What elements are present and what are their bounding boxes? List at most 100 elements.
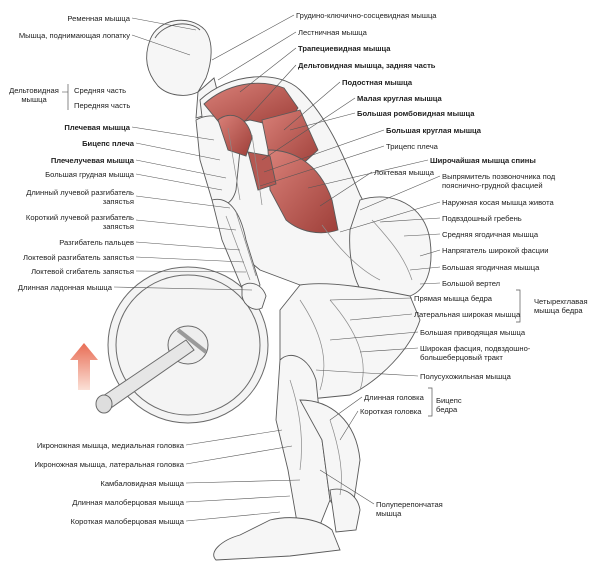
deltoid-highlight: [217, 115, 253, 157]
leader-line: [239, 47, 297, 93]
leader-line: [217, 31, 297, 81]
label-teres-minor: Малая круглая мышца: [357, 94, 442, 103]
leader-line: [135, 270, 247, 273]
leader-line: [135, 159, 227, 179]
teres-highlight: [247, 151, 277, 191]
leader-line: [319, 469, 375, 505]
label-quadriceps: Четырехглавая мышца бедра: [534, 297, 588, 315]
label-rectus-femoris: Прямая мышца бедра: [414, 294, 493, 303]
leader-line: [185, 429, 283, 446]
leader-line: [329, 331, 419, 341]
label-gluteus-medius: Средняя ягодичная мышца: [442, 230, 539, 239]
leader-line: [319, 171, 373, 207]
leader-line: [185, 445, 293, 465]
leader-line: [135, 219, 237, 231]
leader-line: [135, 256, 245, 263]
leader-line: [263, 129, 385, 173]
label-semitendinosus: Полусухожильная мышца: [420, 372, 511, 381]
leader-lines: [62, 14, 441, 522]
leader-line: [131, 34, 191, 56]
label-biceps-femoris: Бицепс бедра: [436, 396, 462, 414]
label-peroneus-longus: Длинная малоберцовая мышца: [72, 498, 184, 507]
label-ext-carpi-brevis: Короткий лучевой разгибатель запястья: [25, 213, 134, 231]
label-erector-spinae: Выпрямитель позвоночника под пояснично-г…: [442, 172, 556, 190]
leader-line: [419, 282, 441, 285]
label-tensor-fasciae: Напрягатель широкой фасции: [442, 246, 549, 255]
leader-line: [259, 145, 385, 187]
label-greater-trochanter: Большой вертел: [442, 279, 501, 288]
leader-line: [419, 249, 441, 257]
label-pectoralis: Большая грудная мышца: [45, 170, 134, 179]
label-deltoid-middle: Средняя часть: [74, 86, 127, 95]
label-sternocleidomastoid: Грудино-ключично-сосцевидная мышца: [296, 11, 437, 20]
leader-line: [329, 297, 413, 301]
label-soleus: Камбаловидная мышца: [100, 479, 184, 488]
label-scalene: Лестничная мышца: [298, 28, 367, 37]
leader-line: [329, 396, 363, 421]
label-brachioradialis: Плечелучевая мышца: [50, 156, 134, 165]
label-rhomboid: Большая ромбовидная мышца: [357, 109, 475, 118]
leader-line: [185, 495, 291, 503]
label-teres-major: Большая круглая мышца: [386, 126, 482, 135]
label-levator-scapulae: Мышца, поднимающая лопатку: [18, 31, 130, 40]
label-gluteus-maximus: Большая ягодичная мышца: [442, 263, 540, 272]
label-deltoid-group: Дельтовидная мышца: [9, 86, 59, 104]
label-peroneus-brevis: Короткая малоберцовая мышца: [70, 517, 184, 526]
bracket-marks: [67, 84, 521, 417]
leader-line: [349, 313, 413, 321]
leader-line: [135, 195, 231, 209]
leader-line: [339, 201, 441, 233]
label-splenius: Ременная мышца: [67, 14, 130, 23]
label-infraspinatus: Подостная мышца: [342, 78, 413, 87]
label-deltoid-posterior: Дельтовидная мышца, задняя часть: [298, 61, 436, 70]
leader-line: [135, 241, 241, 251]
leader-line: [315, 369, 419, 377]
label-iliac-crest: Подвздошный гребень: [442, 214, 522, 223]
figure-body: [146, 19, 432, 561]
leader-line: [289, 112, 356, 131]
leader-line: [113, 286, 253, 291]
label-external-oblique: Наружная косая мышца живота: [442, 198, 554, 207]
leader-line: [131, 126, 215, 141]
label-vastus-lateralis: Латеральная широкая мышца: [414, 310, 521, 319]
label-semimembranosus: Полуперепончатая мышца: [376, 500, 443, 518]
label-long-head: Длинная головка: [364, 393, 424, 402]
leader-line: [211, 14, 295, 61]
label-ext-digitorum: Разгибатель пальцев: [59, 238, 134, 247]
leader-line: [131, 17, 197, 31]
label-latissimus: Широчайшая мышца спины: [430, 156, 536, 165]
leader-line: [185, 479, 301, 484]
label-gastrocnemius-lateral: Икроножная мышца, латеральная головка: [34, 460, 184, 469]
leader-line: [403, 233, 441, 237]
label-palmaris-longus: Длинная ладонная мышца: [17, 283, 112, 292]
latissimus-highlight: [267, 149, 339, 234]
leader-line: [261, 97, 356, 161]
leader-line: [359, 347, 419, 353]
leader-line: [379, 217, 441, 223]
leader-line: [135, 173, 223, 191]
label-biceps: Бицепс плеча: [82, 139, 134, 148]
label-short-head: Короткая головка: [360, 407, 422, 416]
label-deltoid-front: Передняя часть: [74, 101, 131, 110]
leader-line: [283, 81, 341, 131]
leader-line: [339, 410, 359, 441]
lift-direction-arrow: [70, 343, 98, 390]
leader-line: [359, 175, 441, 211]
leader-line: [135, 142, 221, 161]
leader-line: [409, 266, 441, 271]
leader-line: [243, 64, 297, 123]
label-ext-carpi-longus: Длинный лучевой разгибатель запястья: [26, 188, 134, 206]
leader-line: [185, 511, 281, 522]
label-gastrocnemius-medial: Икроножная мышца, медиальная головка: [36, 441, 184, 450]
label-flexor-carpi-ulnaris: Локтевой сгибатель запястья: [31, 267, 134, 276]
label-iliotibial-tract: Широкая фасция, подвздошно-большеберцовы…: [420, 344, 531, 362]
leader-line: [307, 159, 429, 189]
label-anconeus: Локтевая мышца: [374, 168, 434, 177]
label-triceps: Трицепс плеча: [386, 142, 438, 151]
label-ext-carpi-ulnaris: Локтевой разгибатель запястья: [23, 253, 134, 262]
barbell: [95, 266, 269, 424]
label-brachialis: Плечевая мышца: [64, 123, 130, 132]
label-adductor-magnus: Большая приводящая мышца: [420, 328, 526, 337]
